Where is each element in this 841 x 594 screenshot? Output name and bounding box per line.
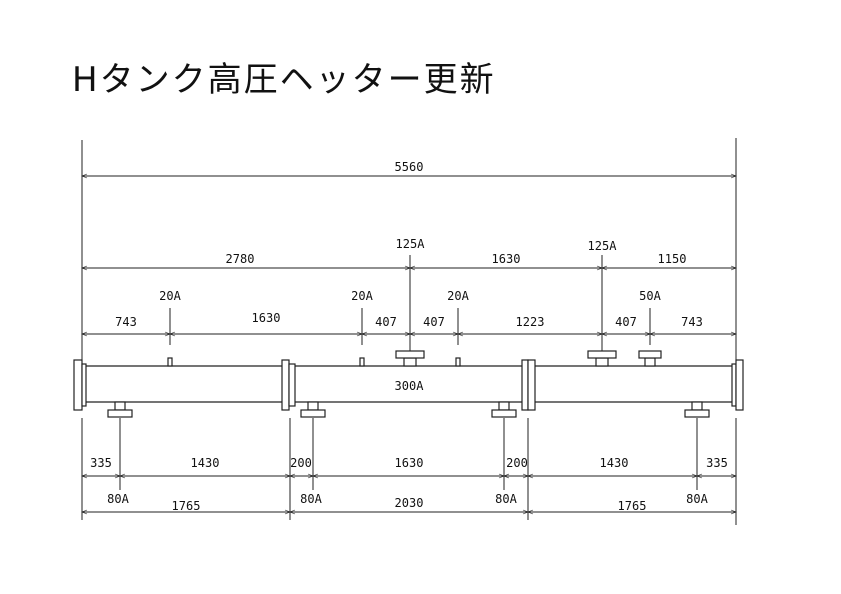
dim-1223: 1223 [516,315,545,329]
dim-2030: 2030 [395,496,424,510]
label-80a-4: 80A [686,492,708,506]
label-125a-right: 125A [588,239,618,253]
dim-743-left: 743 [115,315,137,329]
extension-lines [81,138,737,525]
dim-407-a: 407 [375,315,397,329]
label-80a-2: 80A [300,492,322,506]
dim-2780: 2780 [226,252,255,266]
label-300a: 300A [395,379,425,393]
label-20a-1: 20A [159,289,181,303]
dim-1150: 1150 [658,252,687,266]
dim-743-right: 743 [681,315,703,329]
label-20a-3: 20A [447,289,469,303]
top-nozzles [167,350,662,367]
label-50a: 50A [639,289,661,303]
dim-335-left: 335 [90,456,112,470]
dim-407-c: 407 [615,315,637,329]
dim-1765-right: 1765 [618,499,647,513]
dim-200-left: 200 [290,456,312,470]
dim-335-right: 335 [706,456,728,470]
flanges [73,359,744,411]
dim-total: 5560 [395,160,424,174]
dim-1630-mid: 1630 [252,311,281,325]
dim-1765-left: 1765 [172,499,201,513]
dim-1430-right: 1430 [600,456,629,470]
dim-407-b: 407 [423,315,445,329]
dim-200-right: 200 [506,456,528,470]
label-80a-3: 80A [495,492,517,506]
dim-1630-top: 1630 [492,252,521,266]
drawing-title: Hタンク高圧ヘッター更新 [72,60,496,100]
label-80a-1: 80A [107,492,129,506]
dim-1630-bottom: 1630 [395,456,424,470]
label-125a-left: 125A [396,237,426,251]
dim-1430-left: 1430 [191,456,220,470]
bottom-nozzles [107,401,710,418]
label-20a-2: 20A [351,289,373,303]
